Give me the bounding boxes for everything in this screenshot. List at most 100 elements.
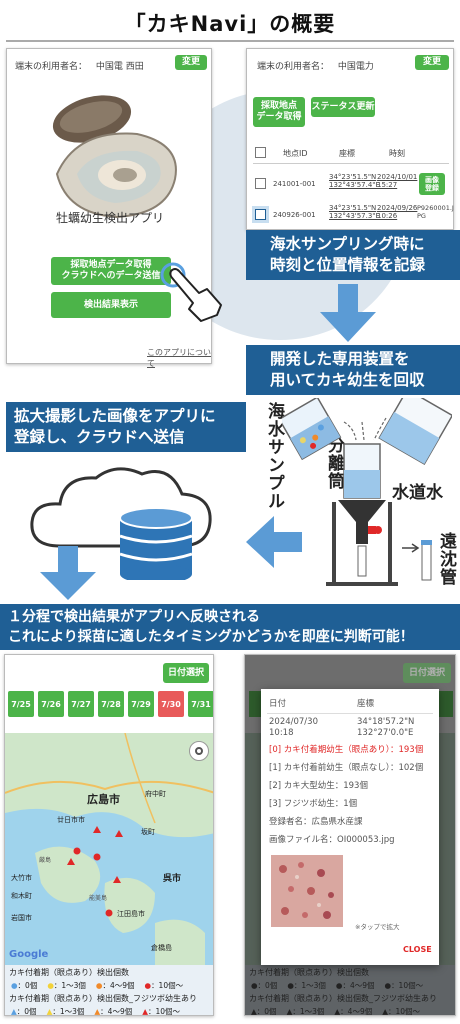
map-label-itsukushima: 厳島	[39, 857, 52, 864]
user-label-row-2: 端末の利用者名： 中国電力	[257, 59, 374, 72]
get-location-button[interactable]: 採取地点 データ取得	[253, 97, 305, 127]
arrow-down-icon	[40, 546, 96, 600]
status-update-button[interactable]: ステータス更新	[311, 97, 375, 117]
legend-item: ●：1～3個	[47, 981, 86, 990]
date-select-button[interactable]: 日付選択	[403, 663, 451, 683]
send-data-button[interactable]: 採取地点データ取得 クラウドへのデータ送信	[51, 257, 171, 285]
change-user-button[interactable]: 変更	[175, 55, 207, 70]
step3-line1: 拡大撮影した画像をアプリに	[14, 407, 216, 425]
locate-me-icon[interactable]	[189, 741, 209, 761]
separation-tube-label: 分離筒	[324, 436, 344, 490]
step1-line1: 海水サンプリング時に	[270, 235, 425, 253]
map-label-hatsukaichi: 廿日市市	[57, 816, 85, 824]
result-line-1: [1] カキ付着前幼生（眼点なし）：102個	[269, 763, 424, 773]
map-label-iwakuni: 岩国市	[11, 914, 32, 922]
col-id: 地点ID	[283, 149, 308, 158]
map-label-nomi: 能美島	[89, 895, 108, 902]
map-label-kure: 呉市	[163, 874, 182, 884]
step3-line2: 登録し、クラウドへ送信	[14, 428, 185, 446]
zoom-hint: ※タップで拡大	[355, 923, 400, 931]
map-label-fuchu: 府中町	[145, 790, 166, 798]
centrifuge-tube-label: 遠沈管	[436, 532, 456, 586]
legend2-title: カキ付着期（眼点あり）検出個数_フジツボ幼生あり	[249, 994, 437, 1003]
result-line-3: [3] フジツボ幼生：1個	[269, 799, 358, 809]
map-label-waki: 和木町	[11, 892, 32, 900]
row-image-file: P9260001.J PG	[417, 204, 454, 220]
list-divider	[253, 163, 449, 164]
phone-sampling-list: 端末の利用者名： 中国電力 変更 採取地点 データ取得 ステータス更新 地点ID…	[246, 48, 454, 230]
phone-detail-view: 日付選択 カキ付着期（眼点あり）検出個数 ●：0個 ●：1～3個 ●：4～9個 …	[244, 654, 456, 1016]
row-id: 240926-001	[273, 211, 316, 219]
date-button-7-30-selected[interactable]: 7/30	[158, 691, 184, 717]
col-coord: 座標	[339, 149, 355, 158]
legend-item: ▲：4～9個	[94, 1007, 133, 1016]
legend1-title: カキ付着期（眼点あり）検出個数	[249, 968, 369, 977]
arrow-down-icon	[320, 284, 376, 342]
page-title: 「カキNavi」の概要	[124, 12, 336, 36]
registrant: 登録者名：広島県水産課	[269, 817, 363, 827]
date-button-7-29[interactable]: 7/29	[128, 691, 154, 717]
date-button-7-27[interactable]: 7/27	[68, 691, 94, 717]
dimmed-legend: カキ付着期（眼点あり）検出個数 ●：0個 ●：1～3個 ●：4～9個 ●：10個…	[245, 965, 455, 1016]
step2-banner: 開発した専用装置を 用いてカキ幼生を回収	[246, 345, 460, 395]
table-row[interactable]: 240926-001 34°23'51.5"N 132°43'57.3"E 20…	[253, 203, 454, 229]
legend1-items: ●：0個 ●：1～3個 ●：4～9個 ●：10個～	[5, 980, 213, 991]
date-value: 2024/07/30 10:18	[269, 717, 318, 738]
legend-item: ●：0個	[11, 981, 38, 990]
row-coord: 34°23'51.5"N 132°43'57.4"E	[329, 173, 380, 189]
date-button-7-28[interactable]: 7/28	[98, 691, 124, 717]
register-image-button[interactable]: 画像 登録	[419, 173, 445, 195]
phone-app-home: 端末の利用者名： 中国電 西田 変更 牡蠣幼生検出アプリ 採取地点データ取得 ク…	[6, 48, 222, 368]
map-label-hiroshima: 広島市	[87, 793, 120, 806]
map-label-etajima: 江田島市	[117, 910, 145, 918]
change-user-button[interactable]: 変更	[415, 55, 449, 70]
app-name: 牡蠣幼生検出アプリ	[55, 211, 164, 225]
legend-item: ▲：10個～	[142, 1007, 181, 1016]
phone-map-view: 日付選択 7/25 7/26 7/27 7/28 7/29 7/30 7/31 …	[4, 654, 214, 1016]
date-button-7-26[interactable]: 7/26	[38, 691, 64, 717]
user-name: 中国電 西田	[95, 62, 144, 72]
result-line-2: [2] カキ大型幼生：193個	[269, 781, 368, 791]
date-select-button[interactable]: 日付選択	[163, 663, 209, 683]
legend-item: ▲：10個～	[382, 1007, 421, 1016]
date-bar: 7/25 7/26 7/27 7/28 7/29 7/30 7/31	[8, 691, 213, 717]
popup-divider	[267, 713, 433, 714]
map-area[interactable]: 広島市 廿日市市 府中町 坂町 呉市 大竹市 和木町 岩国市 江田島市 倉橋島 …	[5, 733, 213, 965]
step1-banner: 海水サンプリング時に 時刻と位置情報を記録	[246, 230, 460, 280]
date-button-7-25[interactable]: 7/25	[8, 691, 34, 717]
legend-item: ●：4～9個	[335, 981, 375, 990]
row-checkbox[interactable]	[255, 178, 266, 189]
legend-item: ▲：1～3個	[46, 1007, 85, 1016]
close-button[interactable]: CLOSE	[403, 945, 432, 954]
legend-item: ●：4～9個	[95, 981, 135, 990]
about-link[interactable]: このアプリについて	[147, 348, 211, 368]
user-name: 中国電力	[337, 62, 374, 72]
legend-item: ●：1～3個	[287, 981, 326, 990]
title-divider	[6, 40, 454, 42]
microscope-image-thumbnail[interactable]	[271, 855, 343, 927]
map-label-kurahashi: 倉橋島	[151, 944, 172, 952]
google-logo: Google	[9, 949, 49, 960]
tap-water-label: 水道水	[392, 483, 443, 503]
col-date: 日付	[269, 699, 287, 709]
header-checkbox[interactable]	[255, 147, 266, 158]
result-line2: これにより採苗に適したタイミングかどうかを即座に判断可能！	[8, 629, 414, 645]
result-line1: １分程で検出結果がアプリへ反映される	[8, 609, 260, 625]
legend1-title: カキ付着期（眼点あり）検出個数	[9, 968, 129, 977]
result-banner: １分程で検出結果がアプリへ反映される これにより採苗に適したタイミングかどうかを…	[0, 604, 460, 650]
legend-item: ▲：1～3個	[286, 1007, 325, 1016]
arrow-left-icon	[246, 516, 302, 568]
step2-line2: 用いてカキ幼生を回収	[270, 371, 425, 389]
coord-value: 34°18'57.2"N 132°27'0.0"E	[357, 717, 415, 738]
legend: カキ付着期（眼点あり）検出個数 ●：0個 ●：1～3個 ●：4～9個 ●：10個…	[5, 965, 213, 1016]
table-row[interactable]: 241001-001 34°23'51.5"N 132°43'57.4"E 20…	[253, 171, 449, 199]
map-label-otake: 大竹市	[11, 874, 32, 882]
show-results-button[interactable]: 検出結果表示	[51, 292, 171, 318]
row-checkbox-selected[interactable]	[255, 209, 266, 220]
row-time: 2024/09/26 10:26	[377, 204, 418, 220]
col-time: 時刻	[389, 149, 405, 158]
step2-line1: 開発した専用装置を	[270, 350, 410, 368]
date-button-7-31[interactable]: 7/31	[188, 691, 213, 717]
legend-item: ●：0個	[251, 981, 278, 990]
legend2-items: ▲：0個 ▲：1～3個 ▲：4～9個 ▲：10個～	[5, 1006, 213, 1016]
